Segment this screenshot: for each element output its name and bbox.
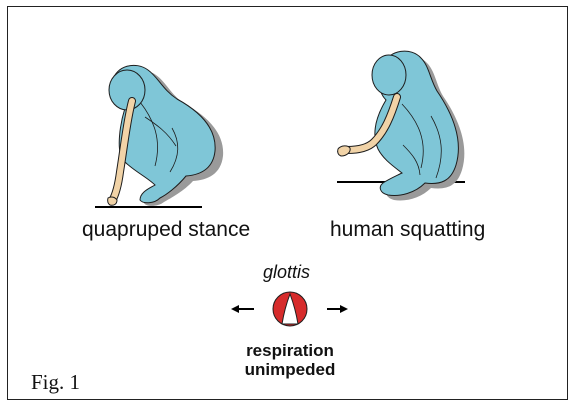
respiration-label: respiration — [230, 341, 350, 360]
squatting-caption: human squatting — [330, 218, 485, 242]
right-figure-head — [372, 55, 406, 95]
unimpeded-label: unimpeded — [230, 360, 350, 379]
right-figure-hand — [338, 146, 351, 156]
squatting-figure — [337, 51, 465, 200]
left-figure-head — [109, 70, 145, 110]
quadruped-figure — [95, 65, 223, 207]
glottis-indicator — [231, 292, 348, 326]
left-figure-hand — [108, 197, 117, 205]
quadruped-caption: quapruped stance — [82, 218, 250, 242]
figure-label: Fig. 1 — [31, 370, 80, 395]
glottis-label: glottis — [263, 262, 310, 283]
